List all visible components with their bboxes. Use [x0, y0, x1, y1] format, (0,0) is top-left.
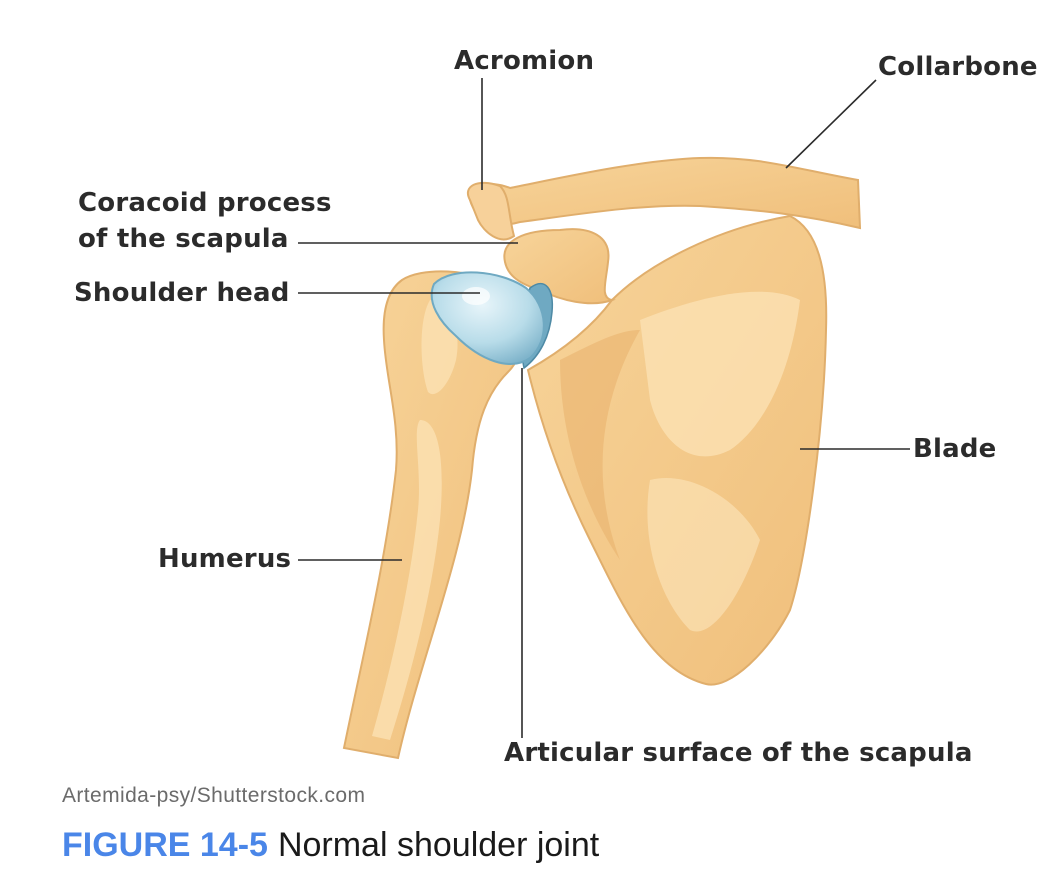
- figure-title: Normal shoulder joint: [277, 826, 600, 864]
- articular-surface-label: Articular surface of the scapula: [504, 738, 973, 768]
- shoulder-head-highlight: [462, 287, 490, 305]
- coracoid-label-line1: Coracoid process: [78, 188, 332, 218]
- blade-highlight: [640, 291, 800, 457]
- figure-number: FIGURE 14-5: [62, 826, 268, 864]
- humerus-highlight: [372, 420, 442, 740]
- humerus-label: Humerus: [158, 544, 292, 574]
- shoulder-head-cartilage: [430, 271, 545, 365]
- acromion-label: Acromion: [454, 46, 595, 76]
- blade-highlight: [647, 478, 760, 632]
- image-credit: Artemida-psy/Shutterstock.com: [62, 784, 366, 807]
- collarbone-bone: [468, 156, 862, 230]
- shoulder-head-label: Shoulder head: [74, 278, 290, 308]
- coracoid-label-line2: of the scapula: [78, 224, 289, 254]
- collarbone-label: Collarbone: [878, 52, 1038, 82]
- acromion-bone: [467, 181, 516, 241]
- blade-label: Blade: [913, 434, 997, 464]
- collarbone-leader: [785, 79, 877, 169]
- blade-shadow: [560, 330, 640, 560]
